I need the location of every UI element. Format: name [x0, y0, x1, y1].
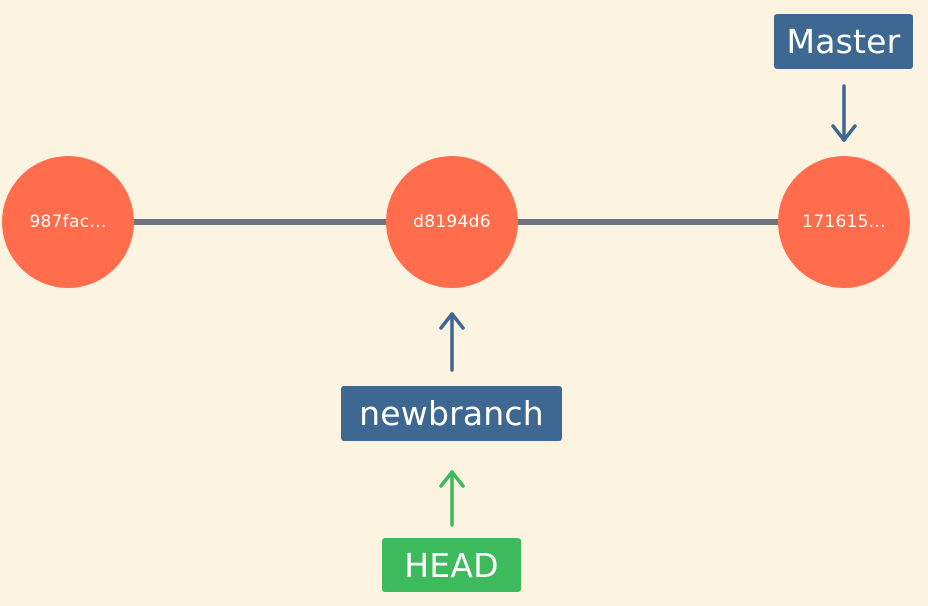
- newbranch-text: newbranch: [359, 394, 544, 433]
- master-branch-label: Master: [774, 14, 913, 69]
- newbranch-label: newbranch: [341, 386, 562, 441]
- commit-id: 171615...: [802, 212, 886, 232]
- commit-node-3: 171615...: [778, 156, 910, 288]
- head-label: HEAD: [382, 538, 521, 592]
- commit-id: 987fac...: [29, 212, 107, 232]
- master-pointer-arrow: [831, 84, 857, 142]
- newbranch-pointer-arrow: [439, 312, 465, 372]
- commit-node-2: d8194d6: [386, 156, 518, 288]
- head-pointer-arrow: [439, 470, 465, 527]
- master-branch-text: Master: [786, 22, 901, 61]
- head-text: HEAD: [404, 545, 499, 585]
- commit-node-1: 987fac...: [2, 156, 134, 288]
- commit-id: d8194d6: [413, 212, 491, 232]
